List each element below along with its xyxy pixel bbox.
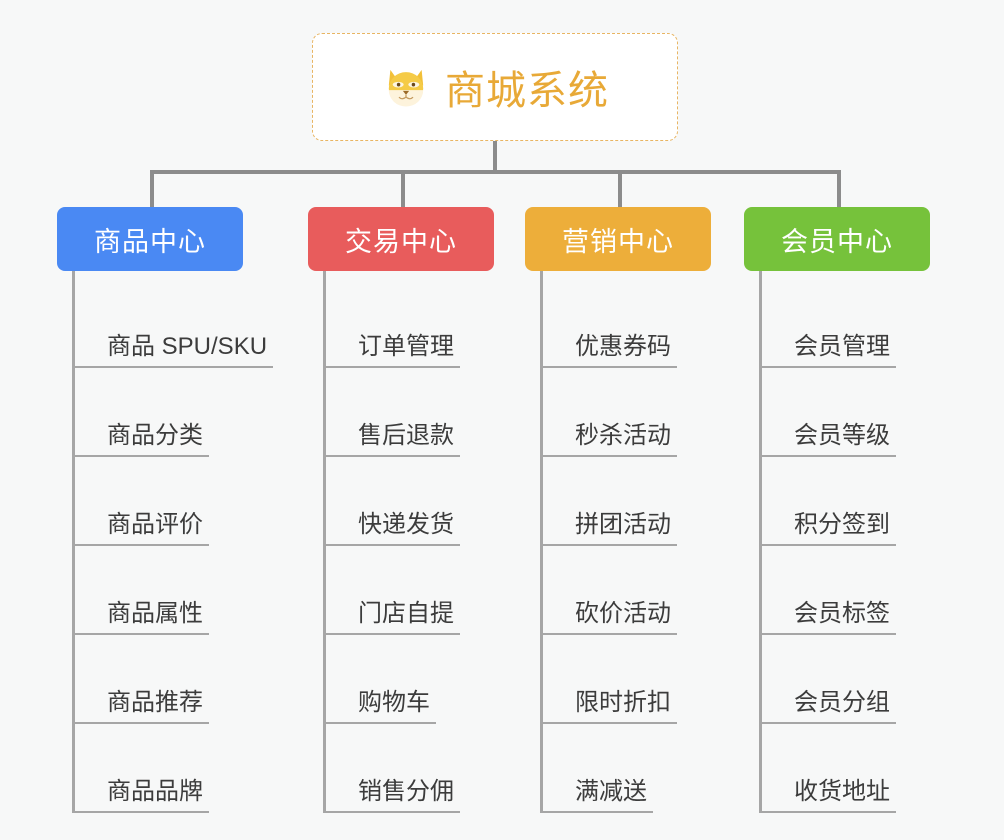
list-item[interactable]: 秒杀活动 [543,368,755,457]
branch-label: 交易中心 [345,226,457,257]
list-item[interactable]: 会员分组 [762,635,974,724]
connector-drop-branch-4 [837,170,841,207]
leaf-label: 积分签到 [762,511,896,546]
branch-trade-center: 交易中心 订单管理 售后退款 快递发货 门店自提 购物车 销售分佣 [308,207,538,813]
leaf-label: 拼团活动 [543,511,677,546]
branch-label: 会员中心 [781,226,893,257]
list-item[interactable]: 会员管理 [762,279,974,368]
root-node[interactable]: 商城系统 [312,33,678,141]
leaf-label: 商品 SPU/SKU [75,333,274,368]
leaf-label: 商品推荐 [75,689,209,724]
branch-label: 商品中心 [94,226,206,257]
list-item[interactable]: 销售分佣 [326,724,538,813]
root-title: 商城系统 [445,69,609,113]
leaf-label: 优惠券码 [543,333,677,368]
leaf-label: 会员等级 [762,422,896,457]
leaf-label: 商品评价 [75,511,209,546]
branch-member-center: 会员中心 会员管理 会员等级 积分签到 会员标签 会员分组 收货地址 [744,207,974,813]
list-item[interactable]: 商品品牌 [75,724,297,813]
branch-header-product-center[interactable]: 商品中心 [57,207,243,271]
leaf-label: 限时折扣 [543,689,677,724]
branch-marketing-center: 营销中心 优惠券码 秒杀活动 拼团活动 砍价活动 限时折扣 满减送 [525,207,755,813]
leaf-list-trade-center: 订单管理 售后退款 快递发货 门店自提 购物车 销售分佣 [323,271,538,813]
shiba-dog-face-icon [381,62,431,112]
leaf-label: 收货地址 [762,778,896,813]
branch-header-marketing-center[interactable]: 营销中心 [525,207,711,271]
connector-root-drop [493,141,497,174]
connector-drop-branch-1 [150,170,154,207]
list-item[interactable]: 会员等级 [762,368,974,457]
leaf-list-product-center: 商品 SPU/SKU 商品分类 商品评价 商品属性 商品推荐 商品品牌 [72,271,297,813]
list-item[interactable]: 购物车 [326,635,538,724]
branch-product-center: 商品中心 商品 SPU/SKU 商品分类 商品评价 商品属性 商品推荐 商品品牌 [57,207,297,813]
leaf-label: 门店自提 [326,600,460,635]
list-item[interactable]: 订单管理 [326,279,538,368]
leaf-label: 秒杀活动 [543,422,677,457]
leaf-label: 商品品牌 [75,778,209,813]
list-item[interactable]: 商品分类 [75,368,297,457]
leaf-label: 砍价活动 [543,600,677,635]
list-item[interactable]: 商品属性 [75,546,297,635]
branch-label: 营销中心 [562,226,674,257]
leaf-label: 会员分组 [762,689,896,724]
list-item[interactable]: 满减送 [543,724,755,813]
list-item[interactable]: 限时折扣 [543,635,755,724]
leaf-label: 满减送 [543,778,653,813]
list-item[interactable]: 拼团活动 [543,457,755,546]
list-item[interactable]: 商品推荐 [75,635,297,724]
list-item[interactable]: 门店自提 [326,546,538,635]
leaf-label: 商品属性 [75,600,209,635]
leaf-label: 会员标签 [762,600,896,635]
leaf-list-marketing-center: 优惠券码 秒杀活动 拼团活动 砍价活动 限时折扣 满减送 [540,271,755,813]
leaf-label: 购物车 [326,689,436,724]
branch-header-member-center[interactable]: 会员中心 [744,207,930,271]
leaf-label: 商品分类 [75,422,209,457]
list-item[interactable]: 会员标签 [762,546,974,635]
leaf-label: 销售分佣 [326,778,460,813]
leaf-label: 订单管理 [326,333,460,368]
connector-horizontal-bar [150,170,841,174]
leaf-list-member-center: 会员管理 会员等级 积分签到 会员标签 会员分组 收货地址 [759,271,974,813]
list-item[interactable]: 砍价活动 [543,546,755,635]
list-item[interactable]: 商品 SPU/SKU [75,279,297,368]
connector-drop-branch-3 [618,170,622,207]
list-item[interactable]: 快递发货 [326,457,538,546]
list-item[interactable]: 售后退款 [326,368,538,457]
leaf-label: 快递发货 [326,511,460,546]
connector-drop-branch-2 [401,170,405,207]
list-item[interactable]: 积分签到 [762,457,974,546]
list-item[interactable]: 商品评价 [75,457,297,546]
list-item[interactable]: 收货地址 [762,724,974,813]
leaf-label: 售后退款 [326,422,460,457]
branch-header-trade-center[interactable]: 交易中心 [308,207,494,271]
leaf-label: 会员管理 [762,333,896,368]
list-item[interactable]: 优惠券码 [543,279,755,368]
